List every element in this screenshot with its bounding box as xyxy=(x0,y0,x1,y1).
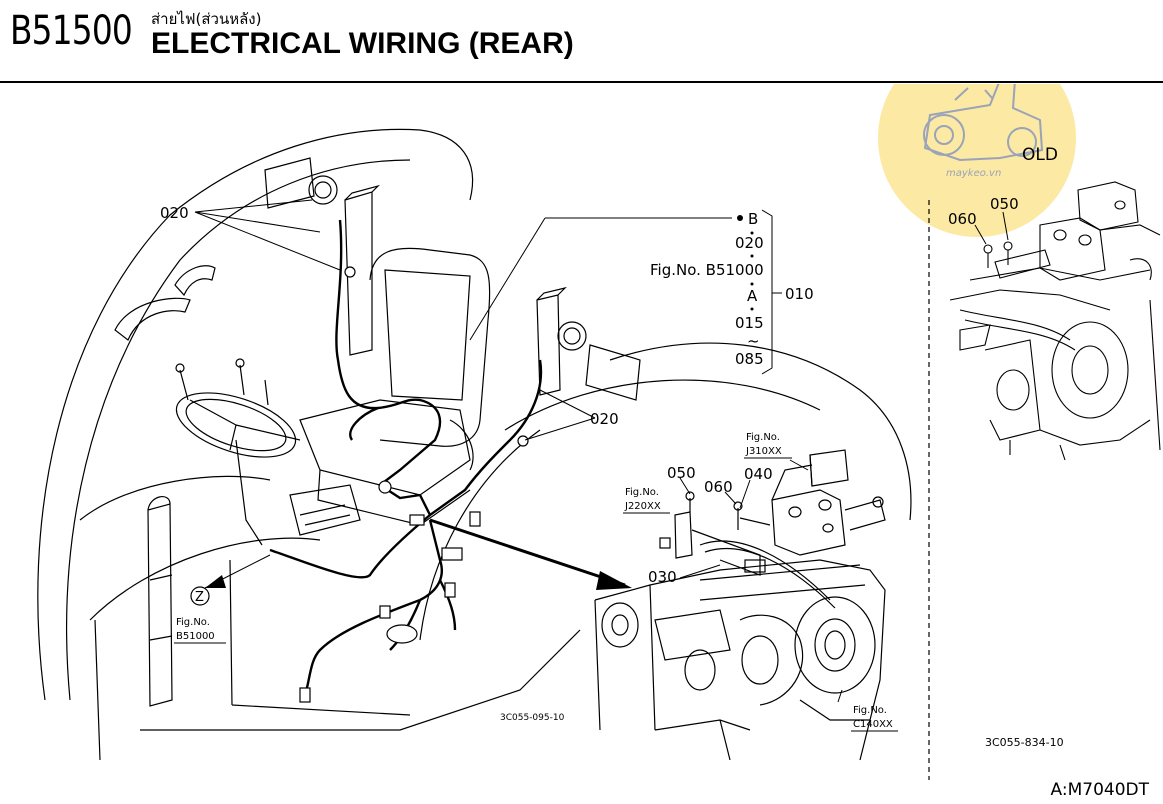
bracket-item-a: A xyxy=(747,287,758,305)
c140-figref-line2: C140XX xyxy=(853,719,893,730)
old-drawing-id: 3C055-834-10 xyxy=(985,736,1064,749)
watermark-logo: maykeo.vn OLD xyxy=(878,84,1076,237)
j220-figref-line1: Fig.No. xyxy=(625,487,659,498)
j310-figref-line2: J310XX xyxy=(745,446,782,457)
callout-050: 050 xyxy=(667,464,696,482)
callout-020-mid: 020 xyxy=(590,410,619,428)
old-callout-060: 060 xyxy=(948,210,977,228)
callout-020-top: 020 xyxy=(160,204,189,222)
z-figref-line2: B51000 xyxy=(176,631,215,642)
main-drawing-id: 3C055-095-10 xyxy=(500,713,565,723)
z-figref-line1: Fig.No. xyxy=(176,617,210,628)
thai-title: ส่ายไฟ(ส่วนหลัง) xyxy=(151,10,262,28)
z-label: Z xyxy=(195,590,204,605)
bracket-item-b: B xyxy=(748,210,758,228)
transmission-leaders xyxy=(679,459,843,703)
j310-figref-line1: Fig.No. xyxy=(746,432,780,443)
section-code: B51500 xyxy=(10,8,133,54)
callout-040: 040 xyxy=(744,465,773,483)
model-footer: A:M7040DT xyxy=(1050,780,1149,800)
old-callout-050: 050 xyxy=(990,195,1019,213)
bracket-item-015: 015 xyxy=(735,314,764,332)
page-title: ELECTRICAL WIRING (REAR) xyxy=(151,27,574,60)
old-transmission xyxy=(949,181,1161,461)
callout-030: 030 xyxy=(648,568,677,586)
wiring-harness xyxy=(269,219,543,696)
header-rule xyxy=(0,81,1163,83)
z-arrowhead xyxy=(205,575,226,588)
callout-060: 060 xyxy=(704,478,733,496)
parts-diagram: maykeo.vn OLD xyxy=(37,84,1161,780)
callout-010: 010 xyxy=(785,285,814,303)
bracket-item-020: 020 xyxy=(735,234,764,252)
bracket-item-085: 085 xyxy=(735,350,764,368)
tractor-icon xyxy=(923,84,1044,162)
bracket-item-figno: Fig.No. B51000 xyxy=(650,261,764,279)
leader-lines xyxy=(194,199,782,589)
old-leaders xyxy=(974,211,1009,245)
c140-figref-line1: Fig.No. xyxy=(853,705,887,716)
connectors xyxy=(299,266,529,703)
watermark-old-label: OLD xyxy=(1022,145,1058,165)
tractor-body xyxy=(37,128,912,761)
z-circle xyxy=(190,586,210,606)
bracket-item-tilde: ~ xyxy=(747,332,760,350)
main-arrowhead xyxy=(596,571,632,590)
watermark-site: maykeo.vn xyxy=(946,168,1001,179)
transmission-housing xyxy=(594,449,886,761)
bracket-list-010: B 020 Fig.No. B51000 A 015 ~ 085 xyxy=(650,210,764,368)
j220-figref-line2: J220XX xyxy=(624,501,661,512)
